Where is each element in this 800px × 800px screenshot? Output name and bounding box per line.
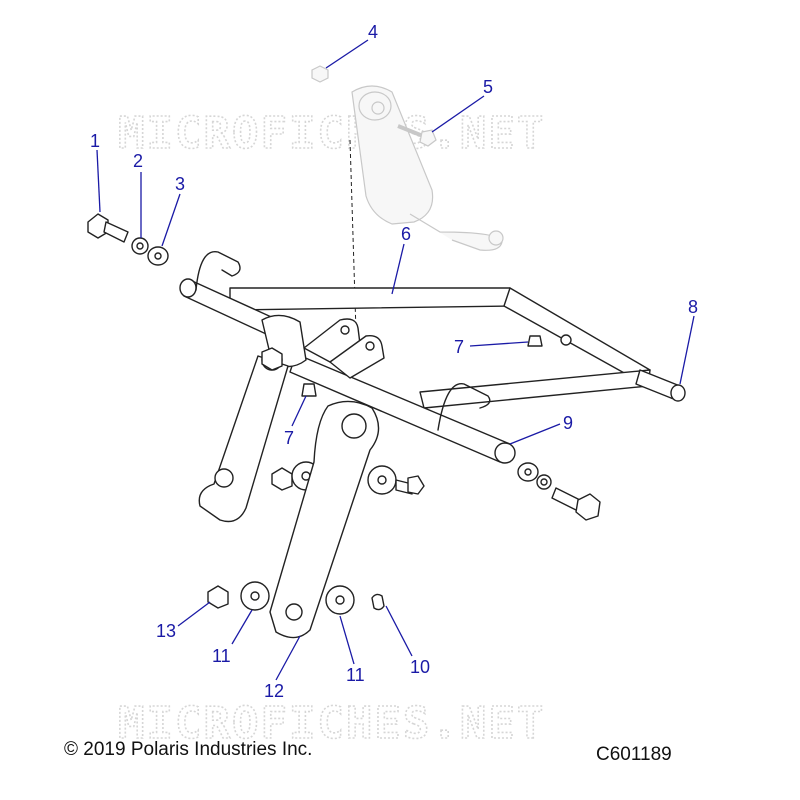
grease-fitting-7-left: [301, 383, 317, 397]
bolt-5: [419, 129, 437, 147]
copyright-text: © 2019 Polaris Industries Inc.: [64, 739, 312, 760]
callout-12: 12: [264, 681, 284, 701]
callout-11-left: 11: [212, 646, 231, 666]
callout-10: 10: [410, 657, 430, 677]
callout-4: 4: [368, 22, 378, 42]
callout-9: 9: [563, 413, 573, 433]
callouts: 1 2 3 4 5 6 7 7 8 9 10 11 11 12 13: [90, 22, 698, 701]
diagram-code: C601189: [596, 744, 672, 765]
link-12: [269, 400, 380, 639]
lower-hardware: [207, 581, 385, 615]
callout-7-right: 7: [454, 337, 464, 357]
grease-fitting-7-right: [527, 335, 543, 347]
bolt-10: [371, 593, 385, 611]
watermark-top: MICROFICHES.NET: [118, 108, 545, 159]
callout-3: 3: [175, 174, 185, 194]
bolt-1-assembly: [87, 213, 169, 266]
callout-7-left: 7: [284, 428, 294, 448]
callout-6: 6: [401, 224, 411, 244]
nut-13: [207, 585, 229, 609]
callout-13: 13: [156, 621, 176, 641]
callout-2: 2: [133, 151, 143, 171]
left-link-arm: [198, 347, 289, 523]
callout-11-right: 11: [346, 665, 365, 685]
watermark-bottom: MICROFICHES.NET: [118, 698, 545, 749]
callout-1: 1: [90, 131, 100, 151]
leader-lines: [96, 39, 695, 681]
callout-8: 8: [688, 297, 698, 317]
callout-5: 5: [483, 77, 493, 97]
nut-4: [311, 65, 329, 83]
shock-absorber: [311, 65, 504, 251]
right-hardware: [517, 462, 601, 521]
